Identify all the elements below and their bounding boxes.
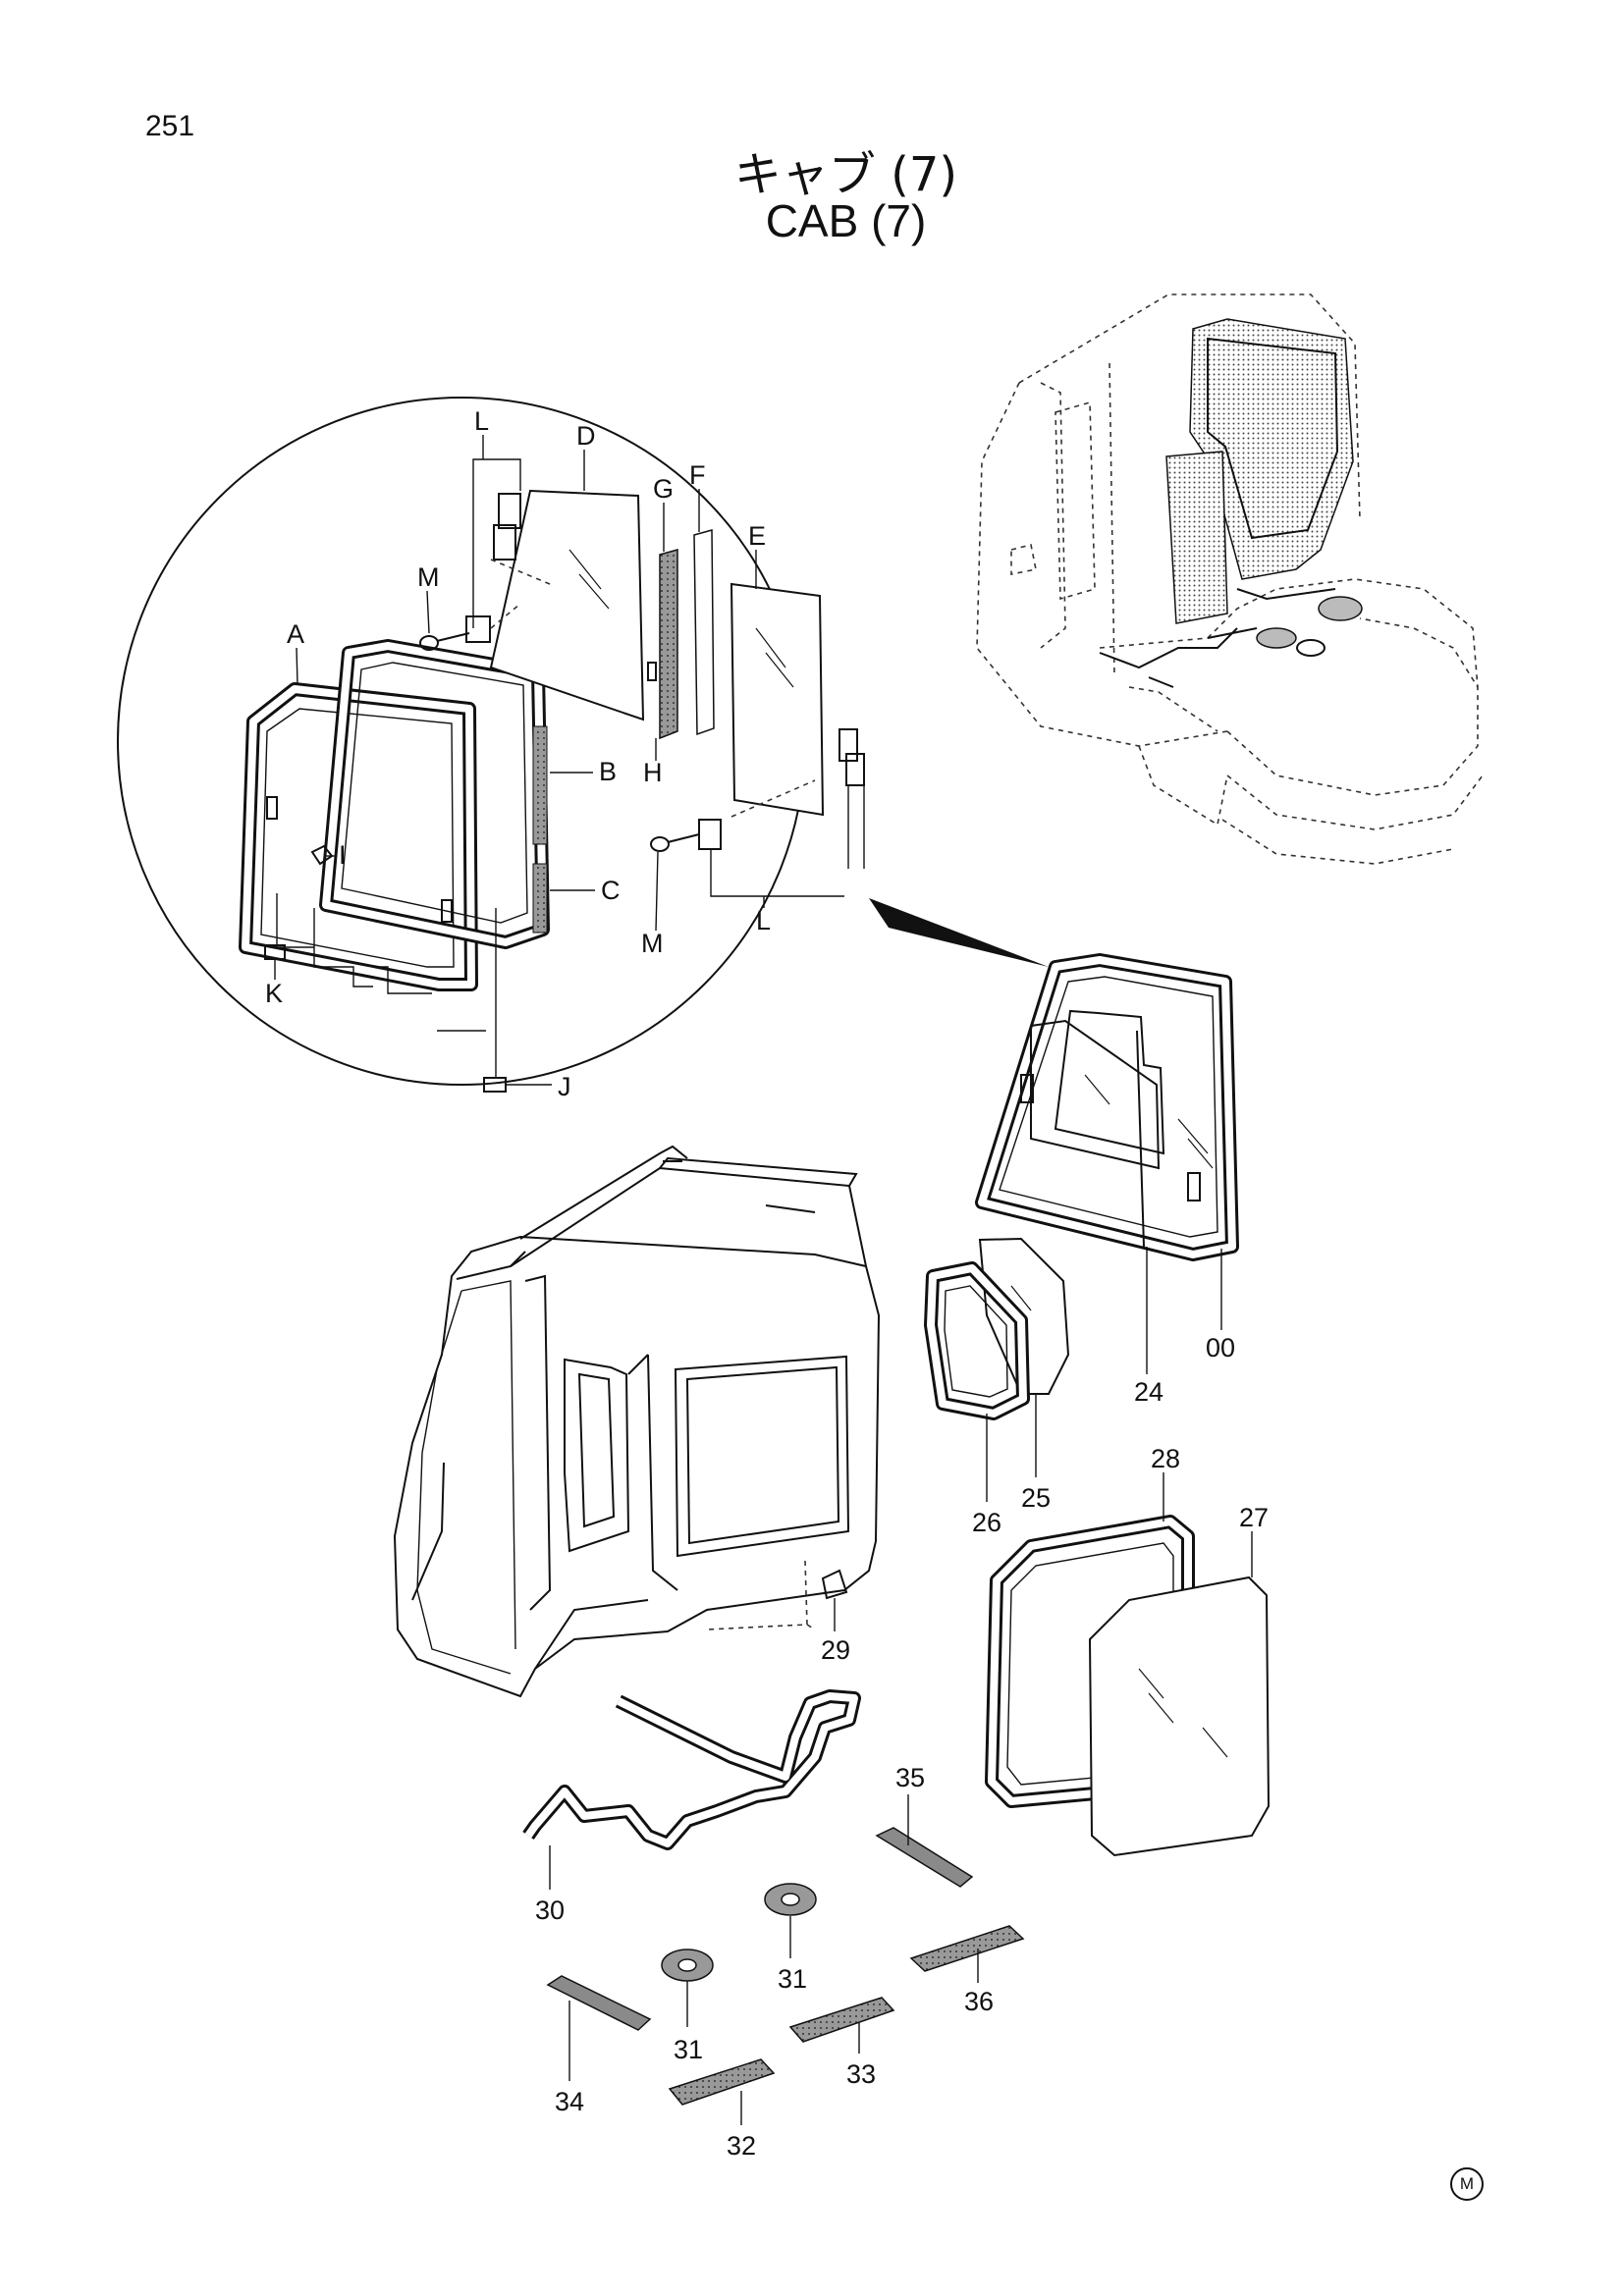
callout-M-bottom: M [641,929,664,958]
callout-K: K [265,979,283,1008]
callout-30: 30 [535,1896,565,1925]
callout-00: 00 [1206,1333,1235,1362]
detail-callouts: A B C D E F G H I J K L L M M [265,406,771,1101]
callout-35: 35 [895,1763,925,1792]
callout-25: 25 [1021,1483,1051,1513]
rear-window-assembly: 24 00 [975,953,1239,1407]
part-D-hinges [419,493,551,651]
title-english: CAB (7) [765,195,927,246]
small-window-25-26: 25 26 [924,1237,1070,1537]
part-E-hinges [650,728,865,897]
part-30-hose: 30 [522,1689,861,1925]
part-F-strip [693,529,715,736]
page-number: 251 [145,110,195,142]
side-window-27-28: 28 27 [985,1444,1271,1857]
machine-overview [976,294,1484,865]
manufacturer-mark: M [1450,2167,1484,2201]
callout-27: 27 [1239,1503,1269,1532]
part-I-K-J-clips [264,844,507,1093]
callout-L-top: L [474,406,489,436]
callout-29: 29 [821,1635,850,1665]
callout-33: 33 [846,2059,876,2089]
part-G-H-strip [647,549,678,740]
callout-C: C [601,876,621,905]
cab-body: 29 [393,1145,881,1698]
part-E-glass [730,582,825,817]
detail-pointer-arrow [869,898,1049,967]
callout-31-lower: 31 [674,2035,703,2064]
callout-28: 28 [1151,1444,1180,1473]
callout-E: E [748,521,766,551]
callout-A: A [287,619,304,649]
callout-31-upper: 31 [778,1964,807,1994]
callout-G: G [653,474,674,504]
callout-32: 32 [727,2131,756,2161]
callout-26: 26 [972,1508,1001,1537]
part-D-glass [489,489,645,721]
callout-36: 36 [964,1987,994,2016]
callout-J: J [558,1072,571,1101]
callout-I: I [339,840,347,870]
parts-31-36: 35 36 31 31 33 34 32 [546,1763,1025,2161]
callout-F: F [689,460,706,490]
callout-D: D [576,421,596,451]
callout-B: B [599,757,617,786]
callout-L-bottom: L [756,906,771,935]
callout-M-top: M [417,562,440,592]
part-B-C-seal [319,639,550,949]
part-A-frame [239,682,478,991]
callout-24: 24 [1134,1377,1163,1407]
callout-H: H [643,758,663,787]
callout-34: 34 [555,2087,584,2116]
title-japanese: キャブ (7) [733,147,958,202]
